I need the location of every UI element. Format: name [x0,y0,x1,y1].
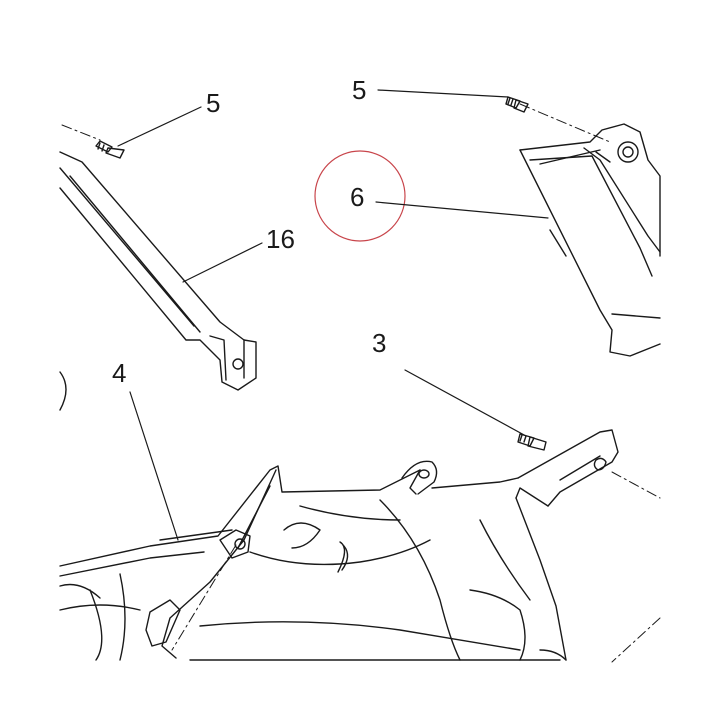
callout-5-left: 5 [206,88,221,118]
leader-lines [117,89,549,541]
leader-line-6 [375,201,549,219]
main-cover-part [59,429,619,661]
screw-right [505,96,529,113]
screw-left [95,140,125,159]
highlight-circle [314,150,406,242]
leader-line-5-right [377,89,509,98]
leader-line-3 [404,369,527,437]
bracket-part [59,151,257,391]
callout-16: 16 [266,224,295,254]
partial-part-arc [59,371,67,411]
leader-line-4 [129,391,179,541]
callout-3: 3 [372,328,387,358]
leader-line-16 [182,242,263,283]
side-panel-part [519,123,661,357]
callout-4: 4 [112,358,127,388]
callout-6: 6 [350,182,365,212]
callout-5-right: 5 [352,75,367,105]
screw-lower [517,433,547,451]
leader-line-5-left [117,106,202,147]
